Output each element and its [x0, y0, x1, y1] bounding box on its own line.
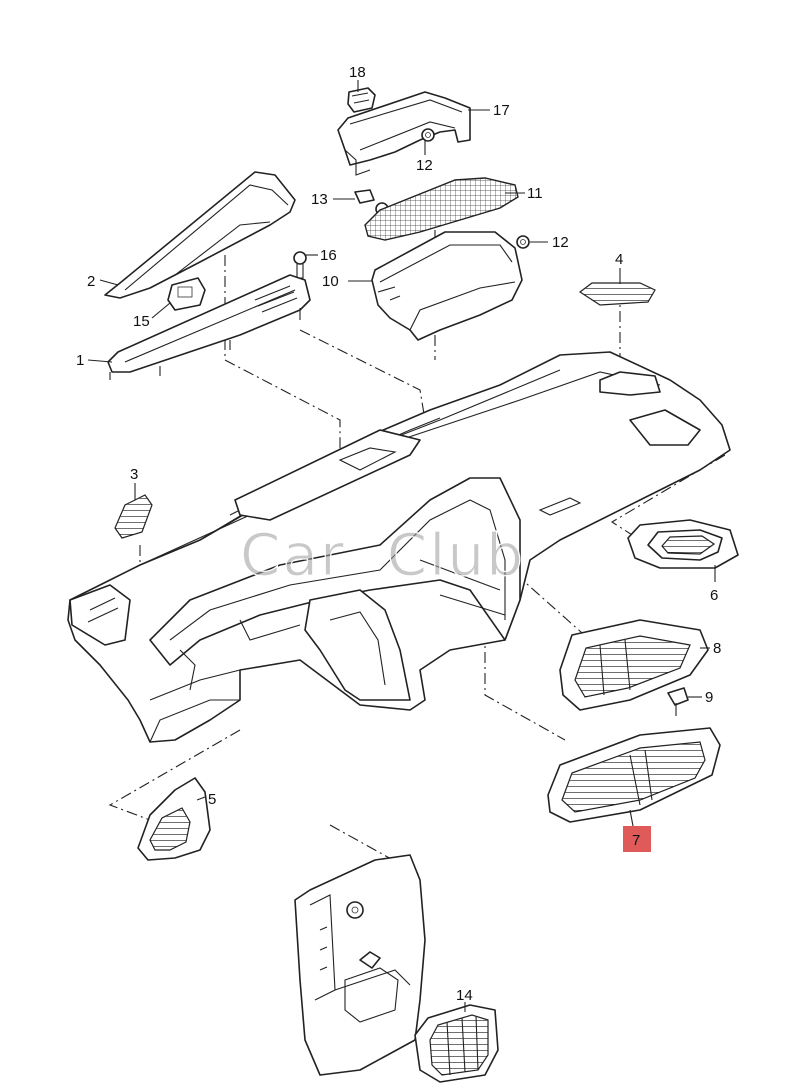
callout-5: 5: [208, 791, 216, 808]
callout-11: 11: [527, 185, 543, 202]
dashboard-body: [67, 351, 731, 743]
part-7-lower-vent: [547, 727, 721, 823]
part-16-screw: [293, 251, 307, 279]
part-12-nut-upper: [421, 128, 435, 142]
part-10-storage-bin: [371, 231, 523, 341]
callout-10: 10: [322, 273, 339, 290]
detail-view-14: [294, 854, 426, 1076]
callout-17: 17: [493, 102, 510, 119]
part-15-switch: [167, 277, 206, 311]
callout-14: 14: [456, 987, 473, 1004]
callout-7-highlight: [623, 826, 651, 852]
callout-18: 18: [349, 64, 366, 81]
callout-6: 6: [710, 587, 718, 604]
part-8-centre-vent: [559, 619, 709, 711]
watermark-text: Car Club: [240, 521, 525, 589]
callout-4: 4: [615, 251, 623, 268]
part-17-cover: [337, 91, 471, 176]
callout-15: 15: [133, 313, 150, 330]
part-5-left-vent: [137, 777, 211, 861]
callout-9: 9: [705, 689, 713, 706]
callout-12-right: 12: [552, 234, 569, 251]
callout-3: 3: [130, 466, 138, 483]
part-3-side-vent: [114, 494, 153, 539]
callout-12-upper: 12: [416, 157, 433, 174]
callout-1: 1: [76, 352, 84, 369]
part-18-clip: [347, 87, 376, 113]
part-6-outer-vent: [627, 519, 739, 569]
callout-13: 13: [311, 191, 328, 208]
part-2-trim-strip: [104, 171, 296, 299]
callout-16: 16: [320, 247, 337, 264]
part-4-vent: [578, 282, 656, 306]
part-12-nut-right: [516, 235, 530, 249]
callout-2: 2: [87, 273, 95, 290]
callout-8: 8: [713, 640, 721, 657]
callout-7: 7: [632, 832, 640, 849]
part-9-clip: [667, 687, 689, 716]
part-1-lower-trim: [107, 274, 311, 380]
part-11-mesh-panel: [364, 177, 519, 241]
callouts: 18 17 12 13 11 12 10 2 16 15 1 4 3 6 8 9…: [76, 64, 721, 1004]
part-14-square-vent: [414, 1004, 499, 1083]
leader-lines: [87, 80, 716, 1012]
